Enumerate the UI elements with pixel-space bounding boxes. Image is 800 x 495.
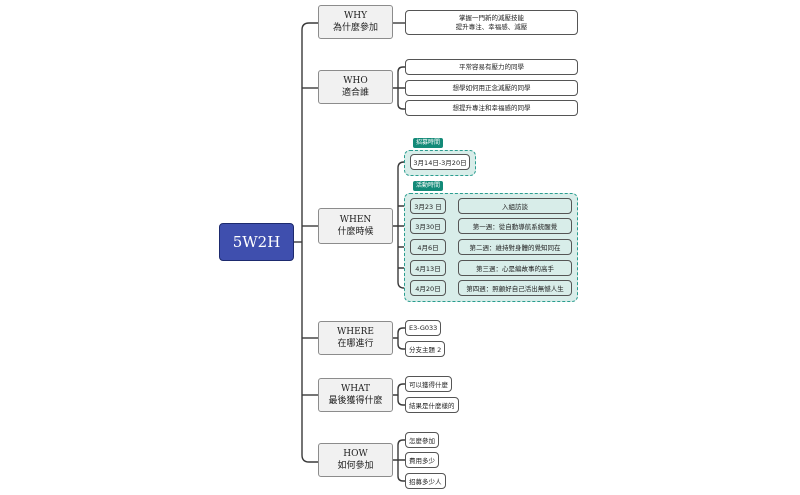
activity-date[interactable]: 4月6日 <box>410 239 446 255</box>
who-leaf-2-text: 想學如何用正念減壓的同學 <box>452 83 531 92</box>
activity-label: 活動時間 <box>413 181 444 191</box>
how-leaf-1-text: 怎麼參加 <box>409 437 435 445</box>
where-leaf-1[interactable]: E3-G033 <box>405 320 442 336</box>
where-leaf-1-text: E3-G033 <box>409 324 438 332</box>
where-leaf-2-text: 分支主題 2 <box>409 346 442 354</box>
how-leaf-3-text: 招募多少人 <box>409 478 442 486</box>
activity-desc-text: 入組訪談 <box>502 203 528 211</box>
activity-date[interactable]: 4月20日 <box>410 280 446 296</box>
branch-who-title: WHO <box>343 76 368 86</box>
activity-desc[interactable]: 第二週：維持對身體的覺知同在 <box>458 239 572 255</box>
activity-date[interactable]: 3月23 日 <box>410 198 446 214</box>
branch-why-title: WHY <box>343 11 368 21</box>
branch-why[interactable]: WHY 為什麼參加 <box>318 5 393 39</box>
how-leaf-2[interactable]: 費用多少 <box>405 452 439 468</box>
activity-desc[interactable]: 入組訪談 <box>458 198 572 214</box>
what-leaf-2[interactable]: 結果是什麼樣的 <box>405 397 459 413</box>
why-leaf[interactable]: 掌握一門新的減壓技能 提升專注、幸福感、減壓 <box>405 10 578 35</box>
activity-desc[interactable]: 第四週：照顧好自己活出無憾人生 <box>458 280 572 296</box>
who-leaf-3-text: 想提升專注和幸福感的同學 <box>452 103 531 112</box>
why-leaf-line-2: 提升專注、幸福感、減壓 <box>455 22 528 31</box>
recruit-label: 招募時間 <box>413 138 444 148</box>
recruit-date-text: 3月14日-3月20日 <box>413 159 467 167</box>
activity-date-text: 3月23 日 <box>414 203 442 211</box>
activity-desc-text: 第一週：從自動導航系統醒覺 <box>472 223 558 231</box>
what-leaf-1[interactable]: 可以獲得什麼 <box>405 376 452 392</box>
branch-when-subtitle: 什麼時候 <box>337 227 374 237</box>
branch-how-subtitle: 如何參加 <box>337 461 374 471</box>
activity-desc-text: 第二週：維持對身體的覺知同在 <box>469 244 561 252</box>
branch-what-subtitle: 最後獲得什麼 <box>328 396 383 406</box>
recruit-date[interactable]: 3月14日-3月20日 <box>410 154 470 170</box>
branch-who[interactable]: WHO 適合誰 <box>318 70 393 104</box>
activity-desc[interactable]: 第一週：從自動導航系統醒覺 <box>458 218 572 234</box>
who-leaf-1[interactable]: 平常容易有壓力的同學 <box>405 59 578 75</box>
branch-when-title: WHEN <box>339 215 372 225</box>
activity-desc-text: 第四週：照顧好自己活出無憾人生 <box>466 285 564 293</box>
how-leaf-2-text: 費用多少 <box>409 457 435 465</box>
branch-how-title: HOW <box>343 449 368 459</box>
activity-desc-text: 第三週：心是編故事的高手 <box>476 265 554 273</box>
activity-desc[interactable]: 第三週：心是編故事的高手 <box>458 260 572 276</box>
branch-how[interactable]: HOW 如何參加 <box>318 443 393 477</box>
where-leaf-2[interactable]: 分支主題 2 <box>405 341 446 357</box>
branch-what[interactable]: WHAT 最後獲得什麼 <box>318 378 393 412</box>
who-leaf-1-text: 平常容易有壓力的同學 <box>459 62 524 71</box>
what-leaf-1-text: 可以獲得什麼 <box>409 381 448 389</box>
activity-date-text: 4月20日 <box>415 285 441 293</box>
what-leaf-2-text: 結果是什麼樣的 <box>409 402 455 410</box>
root-node[interactable]: 5W2H <box>219 223 294 261</box>
activity-date-text: 4月6日 <box>417 244 439 252</box>
activity-date[interactable]: 4月13日 <box>410 260 446 276</box>
activity-date-text: 4月13日 <box>415 265 441 273</box>
activity-date-text: 3月30日 <box>415 223 441 231</box>
branch-where-subtitle: 在哪進行 <box>337 339 374 349</box>
why-leaf-line-1: 掌握一門新的減壓技能 <box>459 13 524 22</box>
who-leaf-3[interactable]: 想提升專注和幸福感的同學 <box>405 100 578 116</box>
branch-where[interactable]: WHERE 在哪進行 <box>318 321 393 355</box>
branch-when[interactable]: WHEN 什麼時候 <box>318 208 393 244</box>
how-leaf-3[interactable]: 招募多少人 <box>405 473 446 489</box>
branch-why-subtitle: 為什麼參加 <box>332 23 378 33</box>
who-leaf-2[interactable]: 想學如何用正念減壓的同學 <box>405 80 578 96</box>
branch-who-subtitle: 適合誰 <box>341 88 369 98</box>
activity-date[interactable]: 3月30日 <box>410 218 446 234</box>
root-label: 5W2H <box>232 233 281 251</box>
how-leaf-1[interactable]: 怎麼參加 <box>405 432 439 448</box>
branch-where-title: WHERE <box>336 327 374 337</box>
branch-what-title: WHAT <box>340 384 371 394</box>
